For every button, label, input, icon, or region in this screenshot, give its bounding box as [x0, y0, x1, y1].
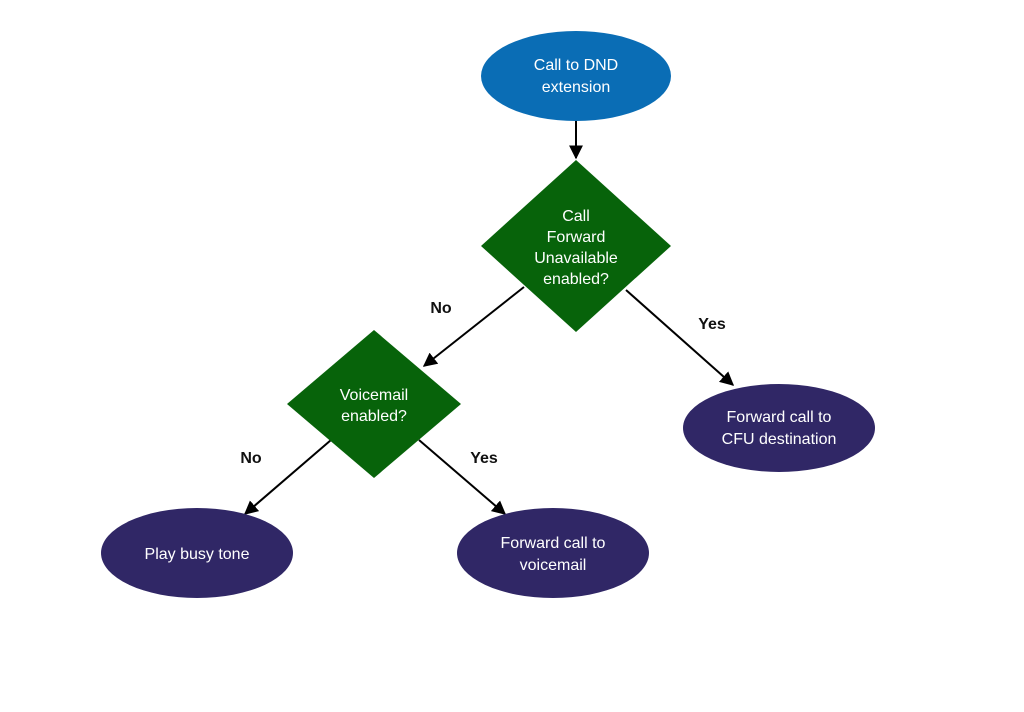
cfu-decision-line-4: enabled? — [543, 271, 609, 288]
edge-cfu-yes-to-forward-cfu — [625, 289, 735, 386]
busy-tone-shape — [101, 508, 293, 598]
forward-voicemail-line-2: voicemail — [520, 557, 587, 574]
start-node-shape — [481, 31, 671, 121]
edge-label-cfu-no: No — [430, 300, 452, 317]
edge-label-cfu-yes: Yes — [698, 316, 726, 333]
voicemail-decision-shape — [287, 330, 461, 478]
edge-cfu-no-to-voicemail-decision — [422, 286, 525, 367]
forward-voicemail-node: Forward call to voicemail — [457, 508, 649, 598]
edge-vm-yes-to-forward-voicemail — [418, 439, 507, 515]
voicemail-decision-node: Voicemail enabled? — [287, 330, 461, 478]
cfu-decision-node: Call Forward Unavailable enabled? — [481, 160, 671, 332]
start-node: Call to DND extension — [481, 31, 671, 121]
edge-label-vm-no: No — [240, 450, 262, 467]
forward-cfu-shape — [683, 384, 875, 472]
voicemail-decision-line-2: enabled? — [341, 408, 407, 425]
forward-cfu-line-1: Forward call to — [727, 409, 832, 426]
edge-label-vm-yes: Yes — [470, 450, 498, 467]
forward-voicemail-shape — [457, 508, 649, 598]
start-node-line-1: Call to DND — [534, 57, 618, 74]
cfu-decision-shape — [481, 160, 671, 332]
cfu-decision-line-3: Unavailable — [534, 250, 618, 267]
forward-cfu-node: Forward call to CFU destination — [683, 384, 875, 472]
start-node-line-2: extension — [542, 79, 611, 96]
edge-vm-no-to-busy-tone — [243, 439, 332, 515]
busy-tone-line-1: Play busy tone — [145, 546, 250, 563]
forward-cfu-line-2: CFU destination — [722, 431, 837, 448]
forward-voicemail-line-1: Forward call to — [501, 535, 606, 552]
cfu-decision-line-1: Call — [562, 208, 590, 225]
voicemail-decision-line-1: Voicemail — [340, 387, 408, 404]
cfu-decision-line-2: Forward — [547, 229, 606, 246]
busy-tone-node: Play busy tone — [101, 508, 293, 598]
